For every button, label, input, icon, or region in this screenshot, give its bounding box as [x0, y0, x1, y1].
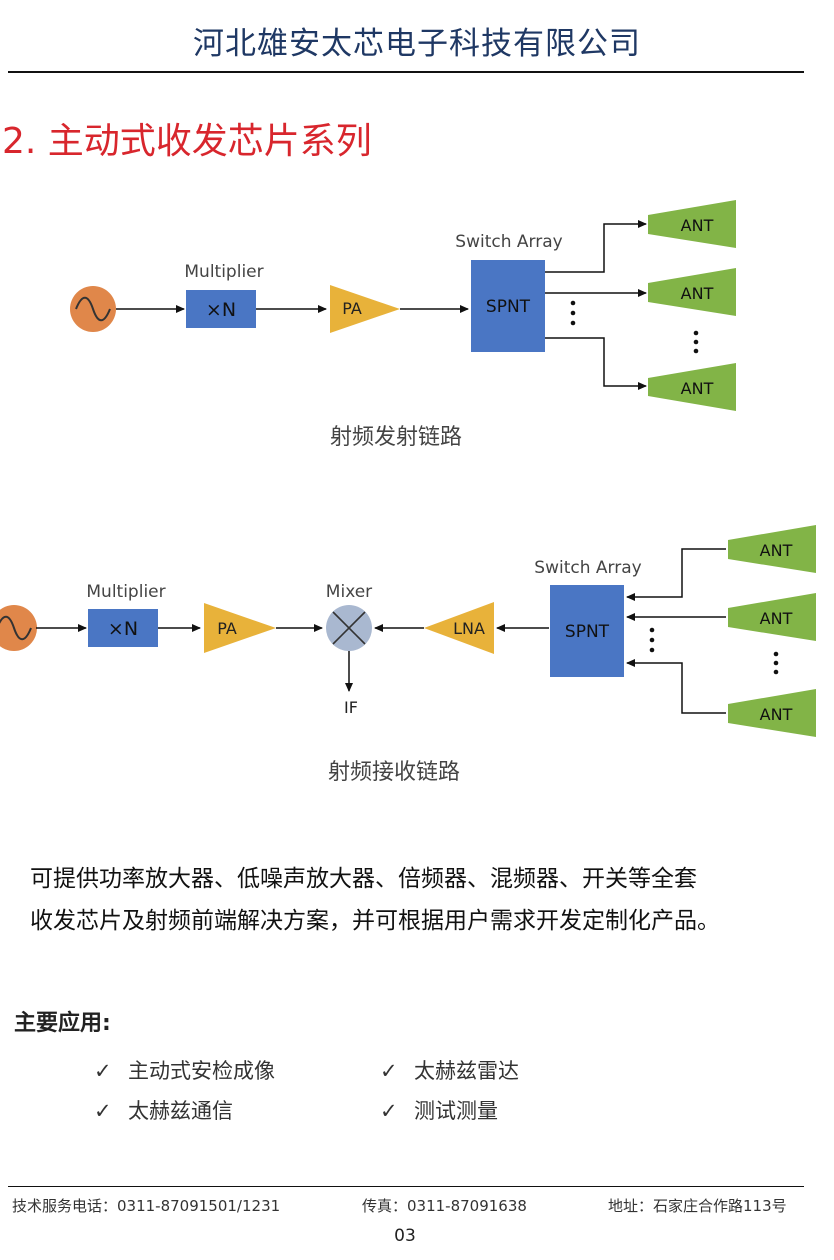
rx-ant-label-1: ANT: [760, 541, 793, 560]
footer-phone: 技术服务电话：0311-87091501/1231: [12, 1197, 281, 1215]
application-item: ✓ 测试测量: [380, 1095, 498, 1125]
rx-switch-text: SPNT: [565, 622, 610, 642]
tx-antenna-2: [648, 268, 736, 316]
rx-mixer-label: Mixer: [326, 582, 372, 602]
tx-multiplier-block: [186, 290, 256, 328]
rx-antenna-3: [728, 689, 816, 737]
tx-switch-block: [471, 260, 545, 352]
tx-pa-text: PA: [342, 299, 362, 318]
tx-multiplier-label: Multiplier: [184, 262, 263, 282]
checkmark-icon: ✓: [94, 1059, 112, 1083]
tx-antenna-3: [648, 363, 736, 411]
tx-vertical-ellipsis: [570, 300, 699, 354]
rx-chain-diagram: Multiplier ×N PA Mixer IF LNA Switch Arr…: [0, 525, 816, 737]
rx-multiplier-text: ×N: [108, 618, 138, 640]
header-divider: [8, 71, 804, 73]
intro-line-2: 收发芯片及射频前端解决方案，并可根据用户需求开发定制化产品。: [30, 908, 720, 934]
rx-multiplier-block: [88, 609, 158, 647]
rx-ant-label-3: ANT: [760, 705, 793, 724]
rx-lna-amplifier: [424, 602, 494, 654]
rx-multiplier-label: Multiplier: [86, 582, 165, 602]
application-label: 主动式安检成像: [128, 1059, 275, 1083]
tx-chain-caption: 射频发射链路: [330, 425, 463, 450]
checkmark-icon: ✓: [94, 1099, 112, 1123]
rx-mixer-icon: [326, 605, 372, 651]
checkmark-icon: ✓: [380, 1059, 398, 1083]
tx-multiplier-text: ×N: [206, 299, 236, 321]
rx-lna-text: LNA: [453, 619, 485, 638]
signal-source-icon: [70, 286, 116, 332]
application-item: ✓ 主动式安检成像: [94, 1055, 275, 1085]
application-label: 太赫兹雷达: [414, 1059, 519, 1083]
tx-switch-array-label: Switch Array: [455, 232, 562, 252]
application-label: 太赫兹通信: [128, 1099, 233, 1123]
rx-switch-block: [550, 585, 624, 677]
application-label: 测试测量: [414, 1099, 498, 1123]
applications-heading: 主要应用:: [14, 1011, 111, 1036]
tx-ant-label-3: ANT: [681, 379, 714, 398]
application-item: ✓ 太赫兹通信: [94, 1095, 233, 1125]
rx-vertical-ellipsis: [649, 627, 779, 675]
section-title: 2. 主动式收发芯片系列: [2, 121, 372, 162]
rx-antenna-1: [728, 525, 816, 573]
signal-source-icon: [0, 605, 37, 651]
company-name: 河北雄安太芯电子科技有限公司: [193, 26, 641, 62]
rx-pa-amplifier: [204, 603, 276, 653]
footer-fax: 传真：0311-87091638: [362, 1197, 527, 1215]
rx-chain-caption: 射频接收链路: [328, 760, 461, 785]
tx-ant-label-2: ANT: [681, 284, 714, 303]
footer-address: 地址：石家庄合作路113号: [608, 1197, 787, 1215]
rx-antenna-2: [728, 593, 816, 641]
footer-divider: [8, 1186, 804, 1187]
tx-pa-amplifier: [330, 285, 400, 333]
tx-ant-label-1: ANT: [681, 216, 714, 235]
tx-chain-diagram: Multiplier ×N PA Switch Array SPNT ANT A…: [70, 200, 736, 411]
rx-switch-array-label: Switch Array: [534, 558, 641, 578]
tx-antenna-1: [648, 200, 736, 248]
checkmark-icon: ✓: [380, 1099, 398, 1123]
application-item: ✓ 太赫兹雷达: [380, 1055, 519, 1085]
rx-if-label: IF: [344, 698, 358, 717]
rx-pa-text: PA: [217, 619, 237, 638]
page-number: 03: [394, 1226, 416, 1246]
intro-paragraph: 可提供功率放大器、低噪声放大器、倍频器、混频器、开关等全套 收发芯片及射频前端解…: [30, 858, 820, 942]
intro-line-1: 可提供功率放大器、低噪声放大器、倍频器、混频器、开关等全套: [30, 866, 697, 892]
tx-switch-text: SPNT: [486, 297, 531, 317]
rx-ant-label-2: ANT: [760, 609, 793, 628]
